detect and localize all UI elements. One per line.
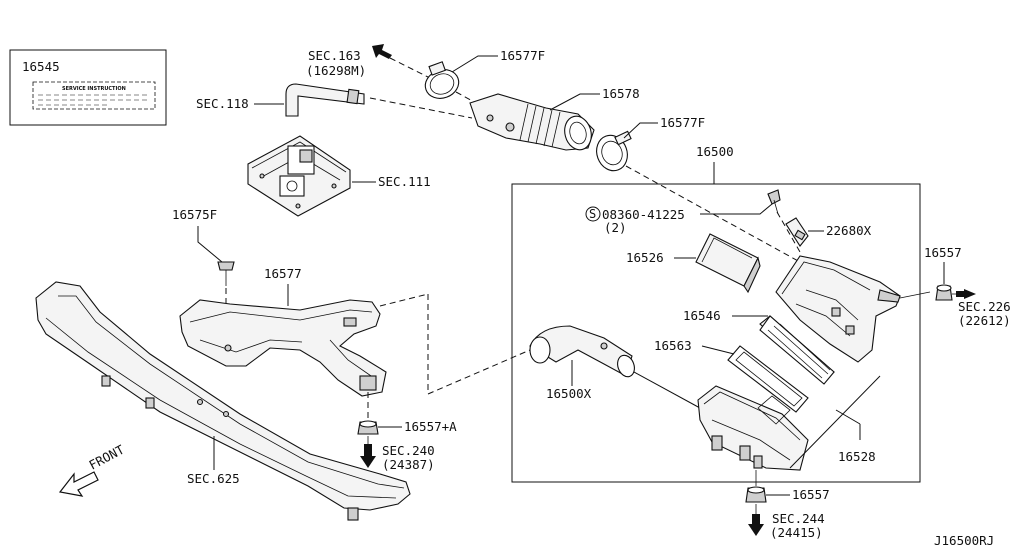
- sec118-label: SEC.118: [196, 96, 249, 111]
- sec240-arrow-icon: [360, 456, 376, 468]
- sec163-sublabel: (16298M): [306, 63, 366, 78]
- air-filter-element-16546: 16546: [683, 308, 835, 385]
- bolt-quantity: (2): [604, 220, 627, 235]
- sensor-22680X: 22680X: [785, 217, 872, 247]
- part-label-16563: 16563: [654, 338, 692, 353]
- air-duct-16577: 16577: [179, 266, 531, 420]
- part-label-16500: 16500: [696, 144, 734, 159]
- sec226-label: SEC.226: [958, 299, 1011, 314]
- bolt-08360-41225: S 08360-41225 (2): [585, 189, 801, 253]
- sec240-label: SEC.240: [382, 443, 435, 458]
- sec244-sublabel: (24415): [770, 525, 823, 540]
- diagram-id: J16500RJ: [934, 533, 994, 548]
- part-label-16575F: 16575F: [172, 207, 217, 222]
- bolt-symbol: S: [589, 207, 596, 221]
- resonator-pad-16526: 16526: [626, 233, 761, 294]
- sec163-arrow-icon: [372, 44, 392, 59]
- label-sheet-16545: 16545 SERVICE INSTRUCTION: [9, 49, 167, 126]
- part-label-16577F-top: 16577F: [500, 48, 545, 63]
- part-label-bolt: 08360-41225: [602, 207, 685, 222]
- sec226-sublabel: (22612): [958, 313, 1011, 328]
- part-label-16557-right: 16557: [924, 245, 962, 260]
- part-label-16578: 16578: [602, 86, 640, 101]
- grommet-16557A: 16557+A SEC.240 (24387): [357, 419, 457, 472]
- sec240-sublabel: (24387): [382, 457, 435, 472]
- part-label-16546: 16546: [683, 308, 721, 323]
- label-sheet-caption: SERVICE INSTRUCTION: [62, 86, 126, 92]
- inlet-duct-16500X: 16500X: [529, 325, 701, 409]
- sec244-arrow-icon: [748, 524, 764, 536]
- part-label-16577: 16577: [264, 266, 302, 281]
- breather-hose-sec118: SEC.118: [196, 83, 365, 117]
- part-label-22680X: 22680X: [826, 223, 872, 238]
- part-label-16557A: 16557+A: [404, 419, 457, 434]
- filter-frame-16563: 16563: [654, 338, 809, 413]
- air-cleaner-assembly-box-16500: 16500: [511, 144, 921, 483]
- hose-clamp-16577F-right: 16577F: [596, 115, 705, 172]
- sec226-arrow-icon: [964, 289, 976, 299]
- sec163-reference: SEC.163 (16298M): [306, 44, 431, 79]
- sec163-label: SEC.163: [308, 48, 361, 63]
- sec625-label: SEC.625: [187, 471, 240, 486]
- sec111-label: SEC.111: [378, 174, 431, 189]
- core-support-sec625: SEC.625: [35, 281, 411, 521]
- engine-cover-sec111: SEC.111: [247, 135, 431, 217]
- front-direction-indicator: FRONT: [58, 442, 127, 497]
- air-cleaner-upper-case: [775, 255, 931, 363]
- part-label-16557-bottom: 16557: [792, 487, 830, 502]
- part-label-16577F-right: 16577F: [660, 115, 705, 130]
- hose-clamp-16577F-top: 16577F: [424, 48, 545, 99]
- sec244-label: SEC.244: [772, 511, 825, 526]
- front-label: FRONT: [86, 442, 127, 473]
- part-label-16526: 16526: [626, 250, 664, 265]
- grommet-16557-right: 16557 SEC.226 (22612): [924, 245, 1011, 328]
- air-duct-hose-16578: 16578: [469, 86, 640, 151]
- air-cleaner-lower-case-16528: 16528: [697, 375, 881, 471]
- grommet-16557-bottom: 16557 SEC.244 (24415): [745, 470, 830, 540]
- front-arrow-icon: [58, 471, 99, 497]
- part-label-16500X: 16500X: [546, 386, 592, 401]
- label-sheet-part-number: 16545: [22, 59, 60, 74]
- part-label-16528: 16528: [838, 449, 876, 464]
